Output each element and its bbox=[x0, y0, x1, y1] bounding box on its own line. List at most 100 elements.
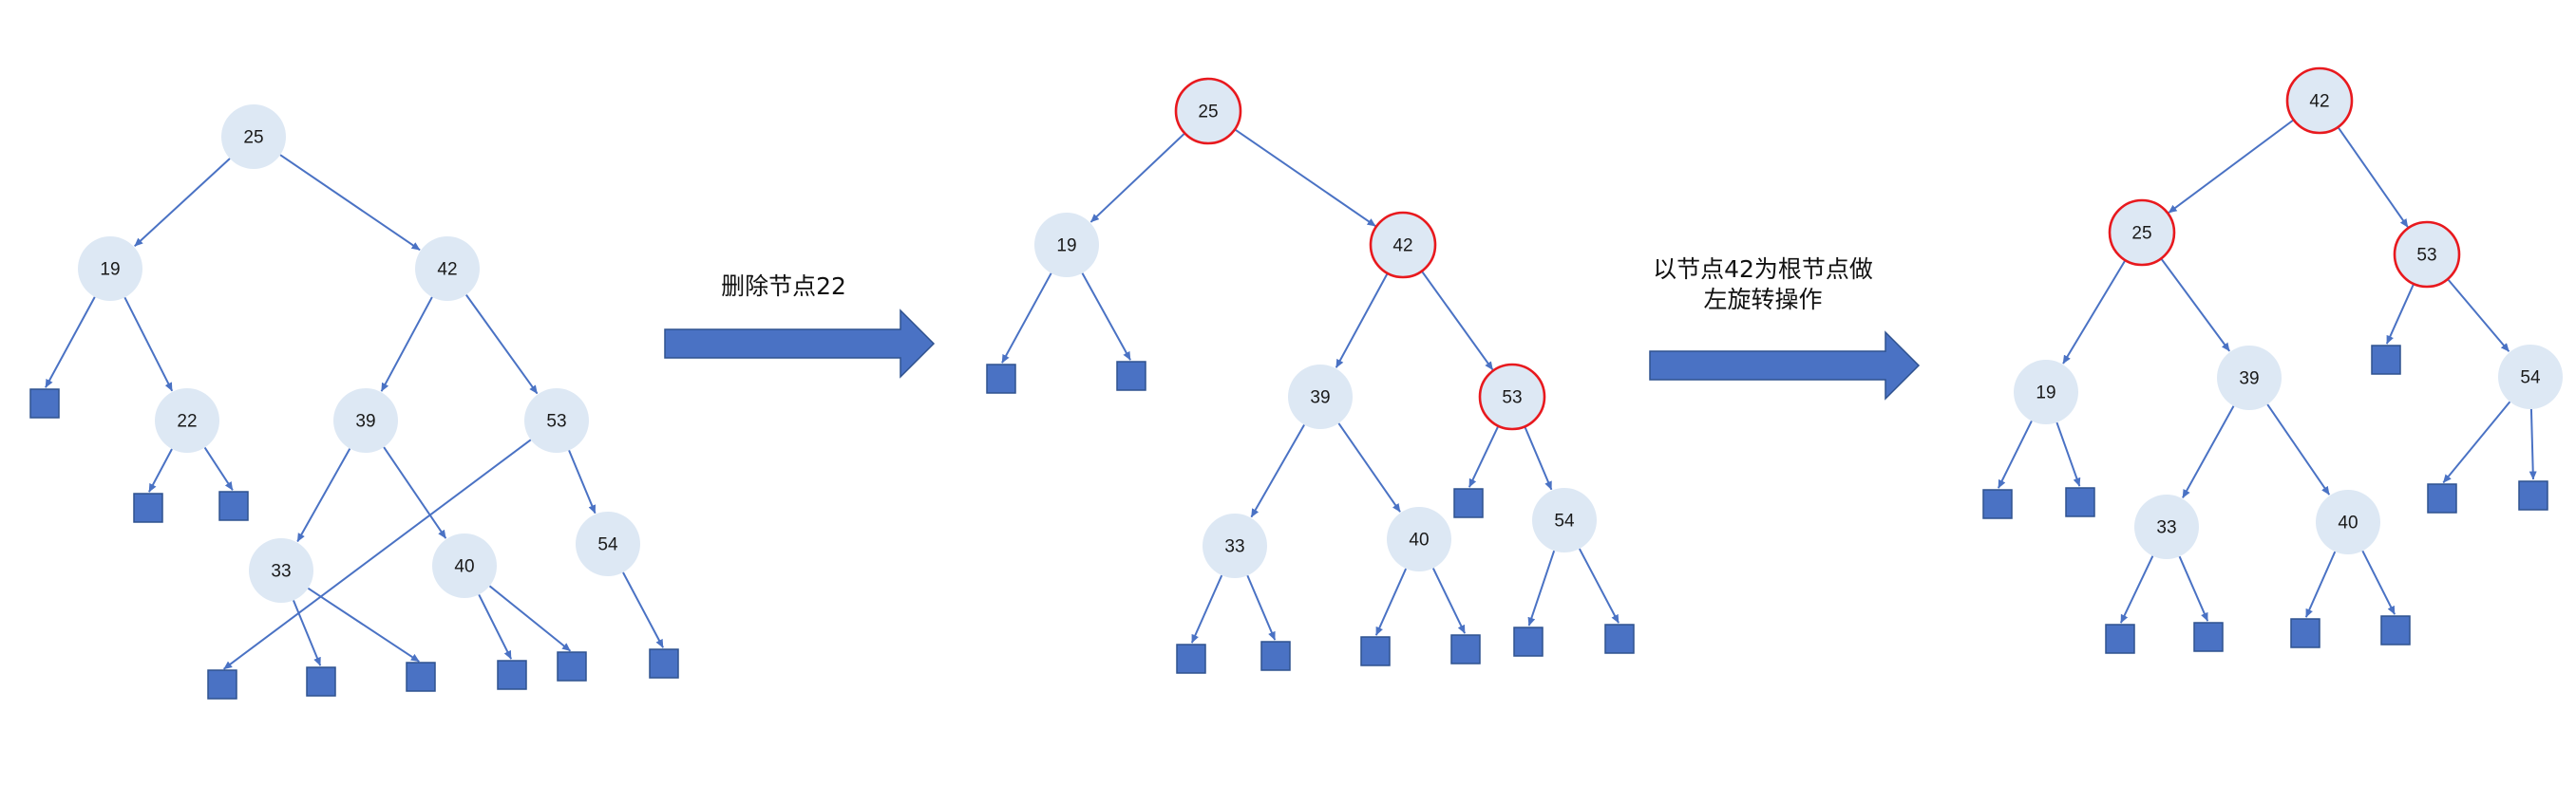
node-key-label: 40 bbox=[1409, 531, 1429, 551]
tree-node-42: 42 bbox=[415, 236, 480, 301]
edge-53-54 bbox=[2447, 278, 2510, 352]
tree-node-40: 40 bbox=[432, 533, 497, 598]
tree-node-42: 42 bbox=[1369, 211, 1437, 279]
edge-42-25 bbox=[2168, 119, 2295, 214]
tree-node-25: 25 bbox=[1174, 77, 1242, 145]
nil-leaf bbox=[1604, 624, 1635, 654]
highlighted-node-circle bbox=[1369, 211, 1437, 279]
nil-leaf bbox=[1176, 644, 1206, 674]
nil-leaf bbox=[1116, 361, 1146, 391]
edge-33-nil bbox=[1190, 574, 1223, 644]
tree-node-19: 19 bbox=[78, 236, 142, 301]
edge-39-40 bbox=[383, 446, 447, 539]
node-circle bbox=[2498, 345, 2563, 409]
highlighted-node-circle bbox=[2108, 198, 2176, 267]
node-circle bbox=[155, 388, 219, 453]
node-key-label: 39 bbox=[1310, 388, 1330, 408]
nil-leaf bbox=[1513, 627, 1544, 657]
tree-node-39: 39 bbox=[333, 388, 398, 453]
caption-line: 左旋转操作 bbox=[1703, 286, 1823, 313]
nil-leaf bbox=[207, 669, 237, 700]
edge-40-nil bbox=[2304, 551, 2337, 618]
node-key-label: 54 bbox=[597, 535, 618, 555]
node-circle bbox=[1288, 365, 1353, 429]
nil-leaf bbox=[306, 666, 336, 697]
edge-33-nil bbox=[1246, 574, 1277, 641]
nil-leaf bbox=[133, 493, 163, 523]
node-circle bbox=[415, 236, 480, 301]
node-circle bbox=[1203, 514, 1267, 578]
tree-node-40: 40 bbox=[2316, 490, 2380, 554]
node-key-label: 53 bbox=[1502, 388, 1522, 408]
node-key-label: 25 bbox=[2131, 224, 2151, 244]
node-circle bbox=[2316, 490, 2380, 554]
nil-leaf bbox=[1453, 488, 1484, 518]
nil-leaf bbox=[649, 648, 679, 679]
edge-42-39 bbox=[380, 296, 433, 392]
edge-39-40 bbox=[1337, 422, 1401, 513]
tree-node-19: 19 bbox=[2014, 360, 2078, 424]
edge-33-nil bbox=[2178, 555, 2209, 622]
node-key-label: 25 bbox=[243, 128, 263, 148]
tree-node-53: 53 bbox=[524, 388, 589, 453]
edge-33-nil bbox=[293, 600, 322, 666]
nil-leaf bbox=[1260, 641, 1291, 671]
node-key-label: 19 bbox=[1056, 236, 1076, 256]
step-caption-delete: 删除节点22 bbox=[684, 271, 883, 302]
nil-leaves-layer bbox=[29, 345, 2548, 700]
nil-leaf bbox=[2380, 615, 2411, 646]
nil-leaf bbox=[2193, 622, 2224, 652]
edge-19-nil bbox=[45, 296, 96, 388]
node-circle bbox=[78, 236, 142, 301]
node-key-label: 40 bbox=[2338, 514, 2358, 533]
node-key-label: 53 bbox=[2416, 246, 2436, 266]
edge-40-nil bbox=[1431, 568, 1467, 634]
nil-leaf bbox=[2427, 483, 2457, 514]
edge-53-54 bbox=[568, 450, 597, 515]
edge-22-nil bbox=[148, 448, 173, 493]
edge-39-33 bbox=[296, 448, 351, 542]
tree-node-53: 53 bbox=[1478, 363, 1546, 431]
transition-arrow-1 bbox=[664, 309, 936, 379]
edge-53-nil bbox=[2385, 283, 2415, 345]
nil-leaf bbox=[2105, 624, 2135, 654]
caption-line: 以节点42为根节点做 bbox=[1653, 255, 1873, 283]
highlighted-node-circle bbox=[2285, 66, 2354, 135]
nil-leaf bbox=[29, 388, 60, 419]
node-circle bbox=[333, 388, 398, 453]
highlighted-node-circle bbox=[1478, 363, 1546, 431]
node-circle bbox=[2134, 495, 2199, 559]
step-caption-rotate: 以节点42为根节点做 左旋转操作 bbox=[1634, 254, 1892, 315]
edge-40-nil bbox=[478, 593, 513, 660]
edge-19-nil bbox=[1081, 272, 1131, 361]
edge-54-nil bbox=[1527, 550, 1556, 627]
edge-54-nil bbox=[2442, 401, 2511, 484]
nil-leaf bbox=[986, 364, 1016, 394]
edge-19-nil bbox=[1997, 421, 2033, 489]
edge-19-nil bbox=[1001, 272, 1052, 364]
nil-leaf bbox=[557, 651, 587, 682]
tree-node-39: 39 bbox=[1288, 365, 1353, 429]
edge-19-nil bbox=[2055, 421, 2081, 487]
node-key-label: 42 bbox=[1392, 236, 1412, 256]
node-key-label: 39 bbox=[355, 412, 375, 432]
node-key-label: 33 bbox=[271, 562, 291, 582]
nil-leaf bbox=[1982, 489, 2013, 519]
highlighted-node-circle bbox=[2393, 220, 2461, 289]
node-circle bbox=[2014, 360, 2078, 424]
node-circle bbox=[1532, 488, 1597, 552]
edge-40-nil bbox=[1374, 568, 1408, 636]
edge-42-39 bbox=[1335, 272, 1389, 368]
node-key-label: 42 bbox=[2309, 92, 2329, 112]
node-circle bbox=[1034, 213, 1099, 277]
tree-node-33: 33 bbox=[1203, 514, 1267, 578]
edge-25-19 bbox=[134, 158, 231, 248]
node-circle bbox=[249, 538, 313, 603]
node-key-label: 33 bbox=[1224, 537, 1244, 557]
nil-leaf bbox=[497, 660, 527, 690]
edge-54-nil bbox=[1578, 548, 1619, 624]
node-circle bbox=[432, 533, 497, 598]
edge-39-33 bbox=[1250, 423, 1305, 518]
edge-53-nil bbox=[223, 439, 532, 670]
